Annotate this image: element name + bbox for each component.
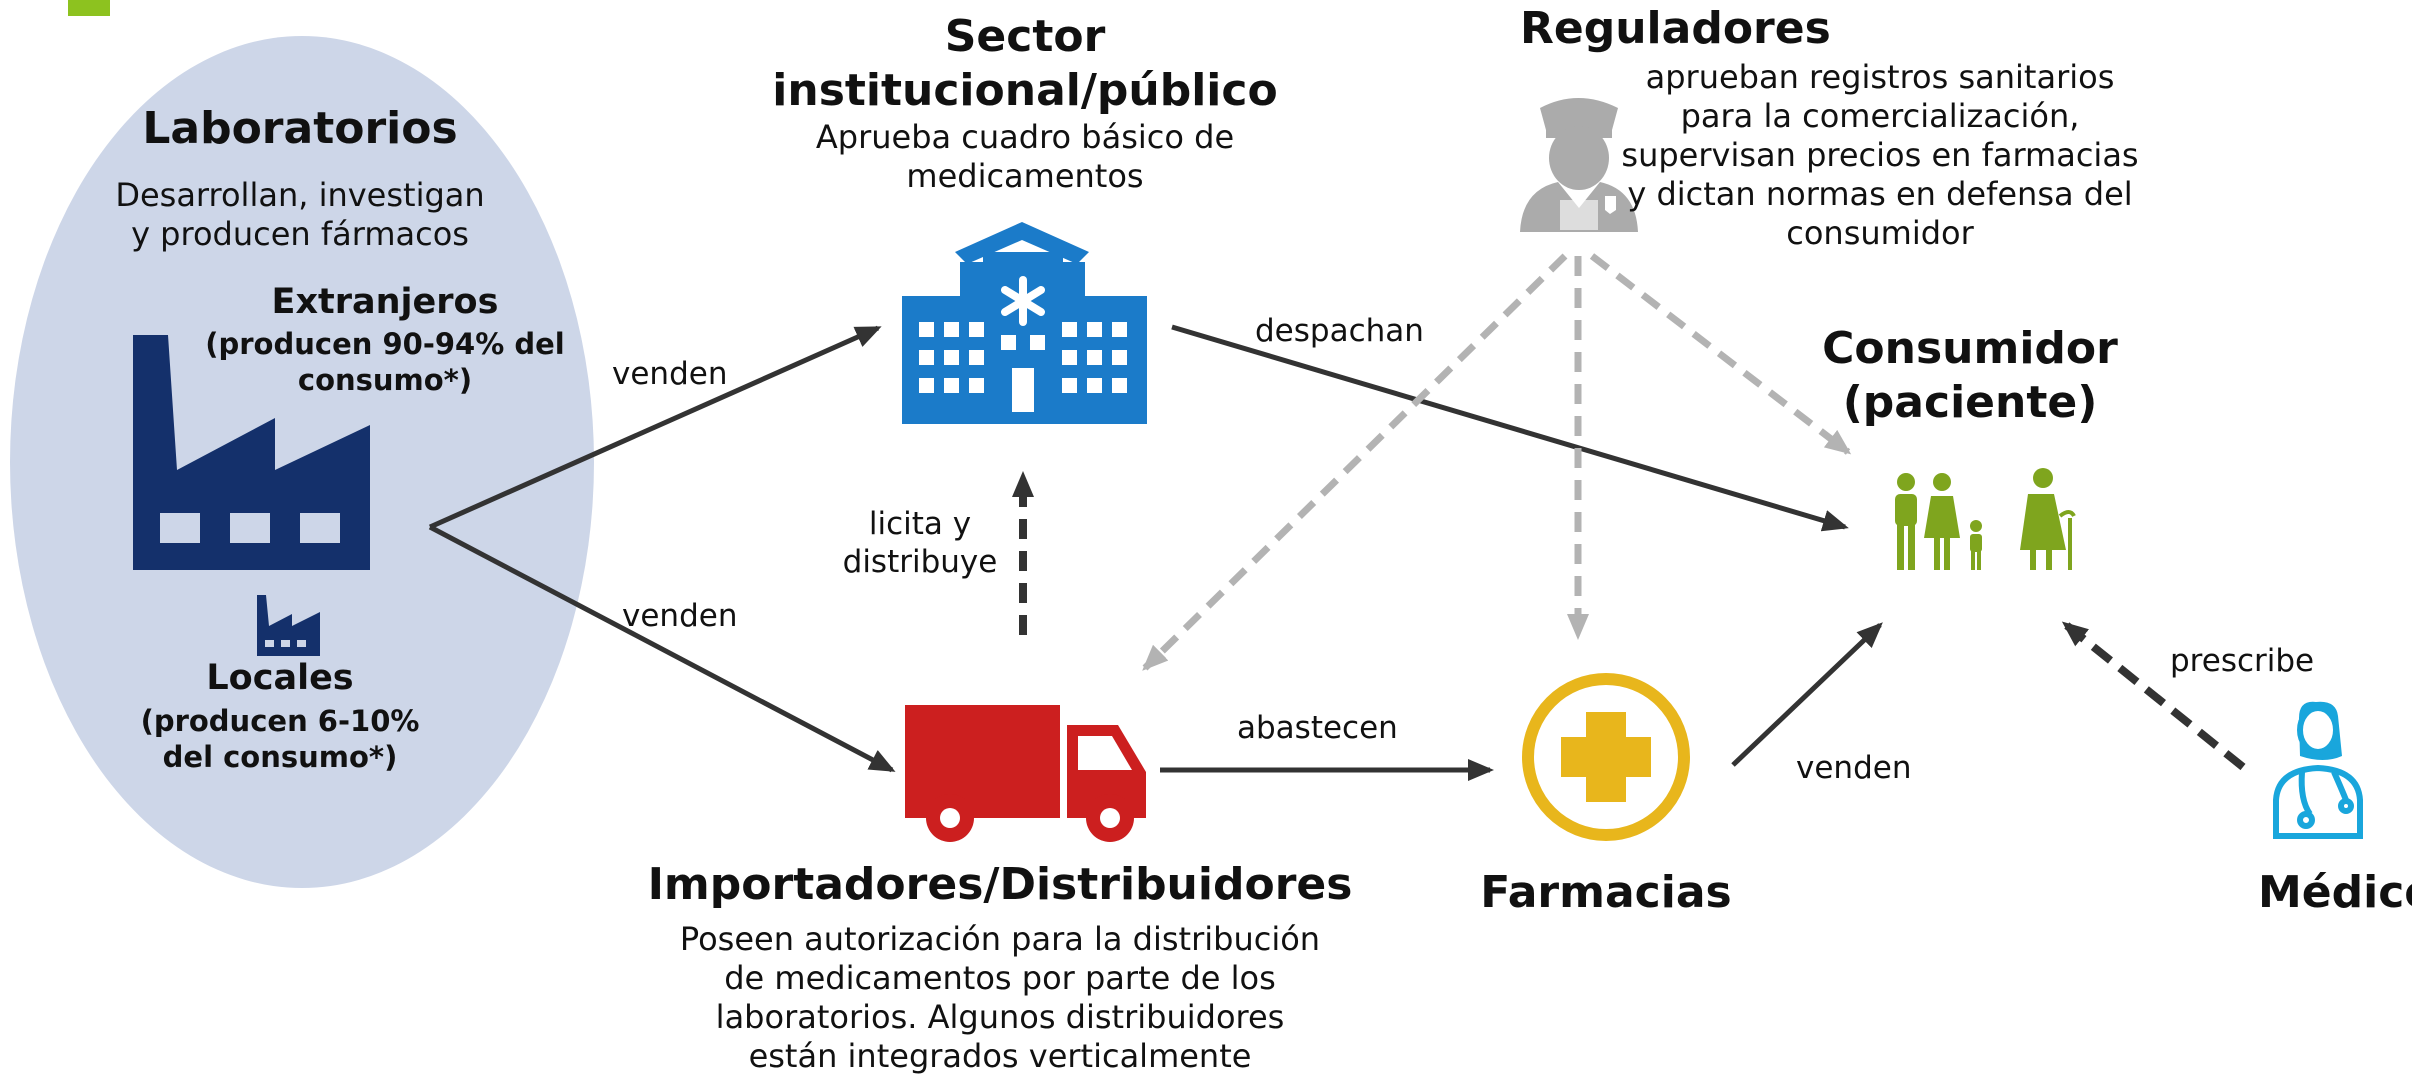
reguladores-description-line3: supervisan precios en farmacias	[1621, 136, 2139, 174]
extranjeros-line1: (producen 90-94% del	[205, 327, 565, 361]
edge-label-lab-to-sector: venden	[612, 356, 728, 392]
farmacias-title: Farmacias	[1480, 867, 1732, 918]
corner-accent	[68, 0, 110, 16]
edge-label-licita-line2: distribuye	[842, 544, 998, 580]
sector-description-line1: Aprueba cuadro básico de	[815, 118, 1235, 156]
arrow-sector-to-consumidor	[1171, 324, 1849, 532]
factory-small-icon	[257, 595, 320, 656]
consumidor-title-line2: (paciente)	[1842, 377, 2098, 428]
importadores-description-line2: de medicamentos por parte de los	[724, 959, 1276, 997]
extranjeros-description: (producen 90-94% del consumo*)	[195, 326, 575, 398]
factory-large-icon	[133, 335, 370, 570]
edge-label-licita-distribuye: licita y distribuye	[820, 505, 1020, 581]
locales-line2: del consumo*)	[162, 740, 398, 774]
sector-title-line2: institucional/público	[772, 65, 1278, 116]
doctor-icon	[2273, 701, 2363, 839]
consumidor-title-line1: Consumidor	[1822, 323, 2118, 374]
sector-title: Sector institucional/público	[760, 10, 1290, 118]
edge-label-prescribe: prescribe	[2170, 643, 2315, 679]
arrow-medico-to-consumidor	[2061, 620, 2246, 771]
sector-description: Aprueba cuadro básico de medicamentos	[780, 118, 1270, 196]
sector-title-line1: Sector	[944, 11, 1106, 62]
importadores-description: Poseen autorización para la distribución…	[640, 920, 1360, 1076]
importadores-description-line1: Poseen autorización para la distribución	[679, 920, 1321, 958]
locales-description: (producen 6-10% del consumo*)	[130, 703, 430, 775]
importadores-title: Importadores/Distribuidores	[647, 859, 1353, 910]
reguladores-description-line2: para la comercialización,	[1680, 97, 2080, 135]
consumidor-title: Consumidor (paciente)	[1800, 322, 2140, 430]
arrow-lab-to-sector	[428, 325, 882, 530]
arrow-regulador-to-consumidor	[1589, 253, 1852, 455]
reguladores-description: aprueban registros sanitarios para la co…	[1620, 58, 2140, 253]
importadores-description-line3: laboratorios. Algunos distribuidores	[715, 998, 1285, 1036]
extranjeros-title: Extranjeros	[271, 282, 499, 322]
laboratorios-description-line2: y producen fármacos	[131, 215, 469, 253]
extranjeros-line2: consumo*)	[297, 363, 473, 397]
importadores-description-line4: están integrados verticalmente	[748, 1037, 1252, 1075]
locales-line1: (producen 6-10%	[140, 704, 420, 738]
edge-label-licita-line1: licita y	[868, 506, 972, 542]
laboratorios-description-line1: Desarrollan, investigan	[115, 176, 485, 214]
arrow-lab-to-importadores	[428, 524, 896, 773]
arrow-farmacias-to-consumidor	[1731, 622, 1883, 767]
reguladores-description-line5: consumidor	[1786, 214, 1974, 252]
reguladores-description-line4: y dictan normas en defensa del	[1627, 175, 2133, 213]
laboratorios-title: Laboratorios	[142, 103, 458, 154]
locales-title: Locales	[206, 658, 354, 698]
pharmacy-cross-icon	[1522, 673, 1690, 841]
edge-label-lab-to-importadores: venden	[622, 598, 738, 634]
medico-title: Médico	[2258, 867, 2412, 918]
truck-icon	[905, 705, 1146, 842]
police-officer-icon	[1520, 98, 1638, 232]
arrow-regulador-to-importadores	[1142, 253, 1568, 671]
edge-label-farmacias-venden: venden	[1796, 750, 1912, 786]
edge-label-abastecen: abastecen	[1237, 710, 1398, 746]
family-icon	[1895, 468, 2076, 570]
reguladores-title: Reguladores	[1520, 3, 1831, 54]
hospital-icon	[902, 222, 1147, 424]
sector-description-line2: medicamentos	[906, 157, 1144, 195]
laboratorios-description: Desarrollan, investigan y producen fárma…	[60, 176, 540, 254]
edge-label-despachan: despachan	[1255, 313, 1424, 349]
reguladores-description-line1: aprueban registros sanitarios	[1645, 58, 2115, 96]
